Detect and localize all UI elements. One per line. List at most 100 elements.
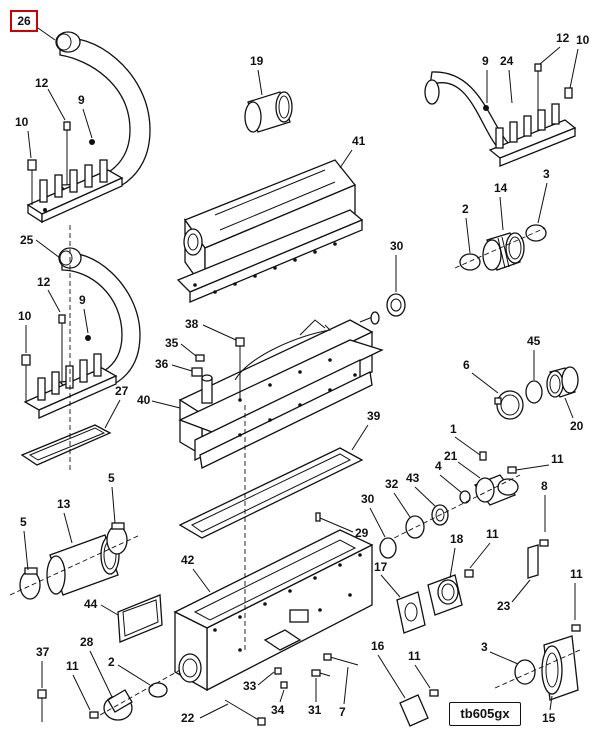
callout-27: 27 [115,384,129,398]
callout-32: 32 [385,477,399,491]
callout-5-lower: 5 [20,515,27,529]
callout-44: 44 [84,597,98,611]
callout-45: 45 [527,334,541,348]
callout-34: 34 [271,703,285,717]
callout-43: 43 [406,471,420,485]
callout-3-lower: 3 [481,640,488,654]
callout-9-upper-right: 9 [482,54,489,68]
washer-34 [280,681,288,689]
elbow-18 [427,574,463,616]
clamp-6 [494,390,524,420]
callout-30-lower: 30 [361,492,375,506]
callout-8: 8 [541,479,548,493]
bolt-11-outlet [571,624,581,632]
callout-21: 21 [444,449,458,463]
air-crossover-pipe-middle-left [21,247,141,419]
bolt-31 [311,669,331,677]
callout-11-elbow: 11 [486,527,499,541]
callout-11-bracket: 11 [570,567,583,581]
callout-10-middle: 10 [18,309,32,323]
callout-12-middle: 12 [37,275,51,289]
bolt-10-upper-left [27,159,37,205]
aftercooler-cover-41 [176,159,364,303]
callout-12-upper-right: 12 [556,31,570,45]
callout-13: 13 [57,497,71,511]
callout-38: 38 [185,317,199,331]
aftercooler-housing-42 [173,529,374,692]
highlighted-callout-box: 26 [10,10,38,32]
callout-17: 17 [374,560,388,574]
coupling-13 [46,534,120,596]
callout-6: 6 [463,358,470,372]
callout-23: 23 [497,599,511,613]
callout-33: 33 [243,679,257,693]
callout-20: 20 [570,419,584,433]
seal-ring-3-upper [525,224,547,242]
bracket-23 [527,539,549,579]
spacer-ring-30-upper [386,293,406,317]
cover-plate-16 [399,694,429,727]
cover-plate-44 [117,594,163,643]
callout-30-upper: 30 [390,239,404,253]
callout-12-upper-left: 12 [35,76,49,90]
callout-40: 40 [137,393,151,407]
axis-line-right-upper [454,227,546,269]
coupling-14 [482,232,525,271]
callout-42: 42 [181,553,195,567]
callout-37: 37 [36,645,50,659]
clamp-5-right [106,522,128,555]
callout-9-upper-left: 9 [78,93,85,107]
callout-11-thermostat: 11 [551,452,564,466]
bolt-11-lower-left [89,711,99,719]
sleeve-20 [546,366,579,398]
washer-35 [195,354,205,362]
callout-10-upper-left: 10 [15,115,29,129]
callout-5-upper: 5 [108,471,115,485]
outlet-elbow-15 [541,635,579,701]
seal-ring-2-lower [148,682,168,698]
callout-10-upper-right: 10 [576,33,590,47]
callout-3-upper: 3 [543,167,550,181]
callout-16: 16 [371,639,385,653]
callout-18: 18 [450,532,464,546]
callout-4: 4 [435,459,442,473]
coupling-sleeve-19 [244,91,293,133]
callout-15: 15 [542,711,556,725]
callout-11-cover: 11 [408,649,421,663]
bolt-22 [224,699,266,726]
callout-labels: 19 41 9 12 10 24 14 3 2 12 9 10 25 30 12… [15,27,590,725]
fitting-1 [479,451,487,461]
bolt-12-upper-left [63,121,71,185]
bolt-11-cover-16 [429,689,439,697]
callout-22: 22 [181,711,195,725]
callout-29: 29 [355,526,369,540]
callout-25: 25 [20,233,34,247]
axis-line-thermostat [379,474,521,546]
figure-identifier: tb605gx [449,702,521,726]
gasket-27 [20,424,112,466]
seal-ring-3-lower [514,659,536,685]
bolt-38 [235,337,245,400]
nut-36 [191,367,203,377]
gasket-17 [396,591,426,634]
pin-29 [315,512,321,522]
callout-14: 14 [494,181,508,195]
seal-32 [405,515,425,539]
callout-35: 35 [165,336,179,350]
spacer-ring-30-lower [379,537,397,559]
callout-28: 28 [80,635,94,649]
clamp-5-left [19,567,41,600]
callout-31: 31 [308,703,322,717]
callout-11-lower-left: 11 [66,659,79,673]
callout-19: 19 [250,54,264,68]
seal-ring-45 [525,380,543,404]
callout-24: 24 [500,54,514,68]
callout-9-middle: 9 [79,293,86,307]
callout-2-lower: 2 [108,655,115,669]
bolt-11-thermostat [507,466,517,474]
air-crossover-pipe-upper-left [26,31,151,224]
callout-39: 39 [367,409,381,423]
bolt-37 [37,689,47,722]
bolt-11-elbow [464,569,474,578]
callout-36: 36 [155,357,169,371]
